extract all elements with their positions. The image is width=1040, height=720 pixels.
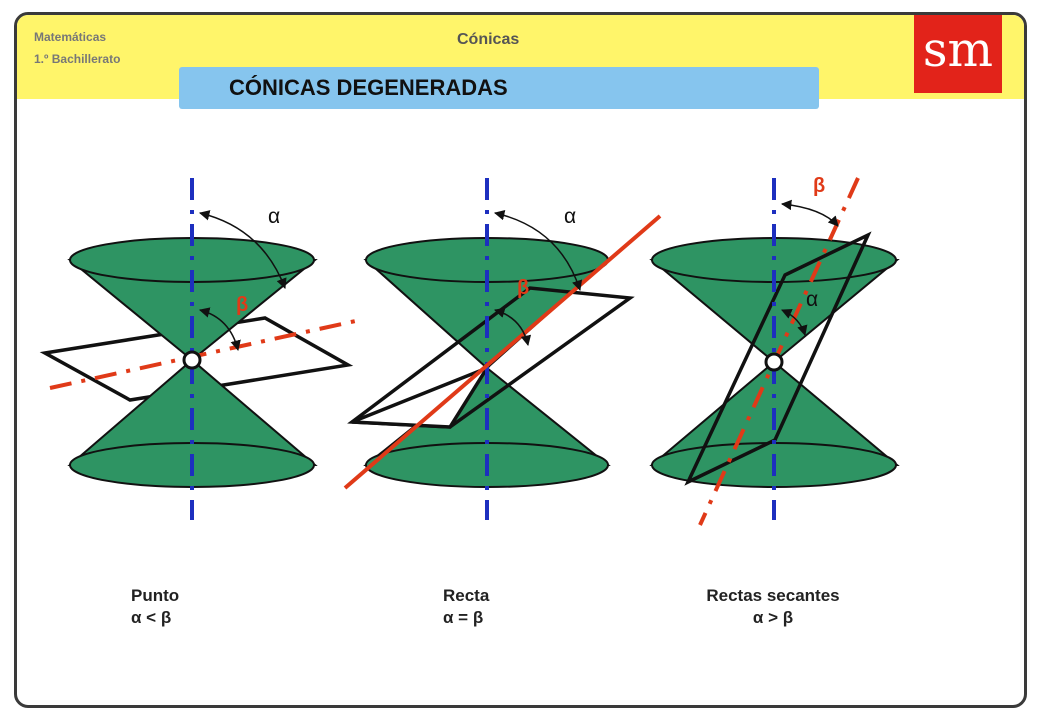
course-label: 1.º Bachillerato [34,52,121,66]
sm-logo: sm [914,15,1002,93]
cutting-plane-2-front [351,364,492,429]
vertex-point-3 [764,352,784,372]
beta-label-3: β [813,175,825,197]
vertex-point-1 [182,350,202,370]
topic-label: Cónicas [457,31,520,48]
caption-point-name: Punto [131,586,180,605]
caption-point: Punto α < β [131,585,179,629]
subject-label: Matemáticas [34,30,107,44]
caption-secant-lines: Rectas secantes α > β [688,585,858,629]
alpha-arc-2 [493,210,583,291]
page-title: CÓNICAS DEGENERADAS [229,75,508,100]
plane-trace-line-1 [49,318,361,390]
alpha-label-3: α [806,288,818,311]
beta-arc-3 [780,199,839,227]
caption-line-relation: α = β [443,608,484,627]
caption-line-name: Recta [443,586,490,605]
diagram-point: α β [39,178,361,520]
caption-secant-name: Rectas secantes [706,586,840,605]
diagram-line: α β [343,178,662,520]
alpha-label-1: α [268,205,280,228]
beta-arc-1 [198,307,241,352]
diagram-secant-lines: β α [649,175,900,526]
beta-label-1: β [236,294,248,316]
alpha-label-2: α [564,205,576,228]
alpha-arc-1 [198,210,287,289]
subject-block: Matemáticas 1.º Bachillerato [34,26,120,70]
title-bar: CÓNICAS DEGENERADAS [179,67,819,109]
plane-trace-line-3 [698,177,860,526]
beta-arc-2 [493,307,532,347]
caption-secant-relation: α > β [752,608,794,627]
beta-label-2: β [517,277,529,299]
caption-point-relation: α < β [131,608,172,627]
alpha-arc-3 [781,309,808,337]
generatrix-line-2 [343,214,662,490]
caption-line: Recta α = β [443,585,489,629]
